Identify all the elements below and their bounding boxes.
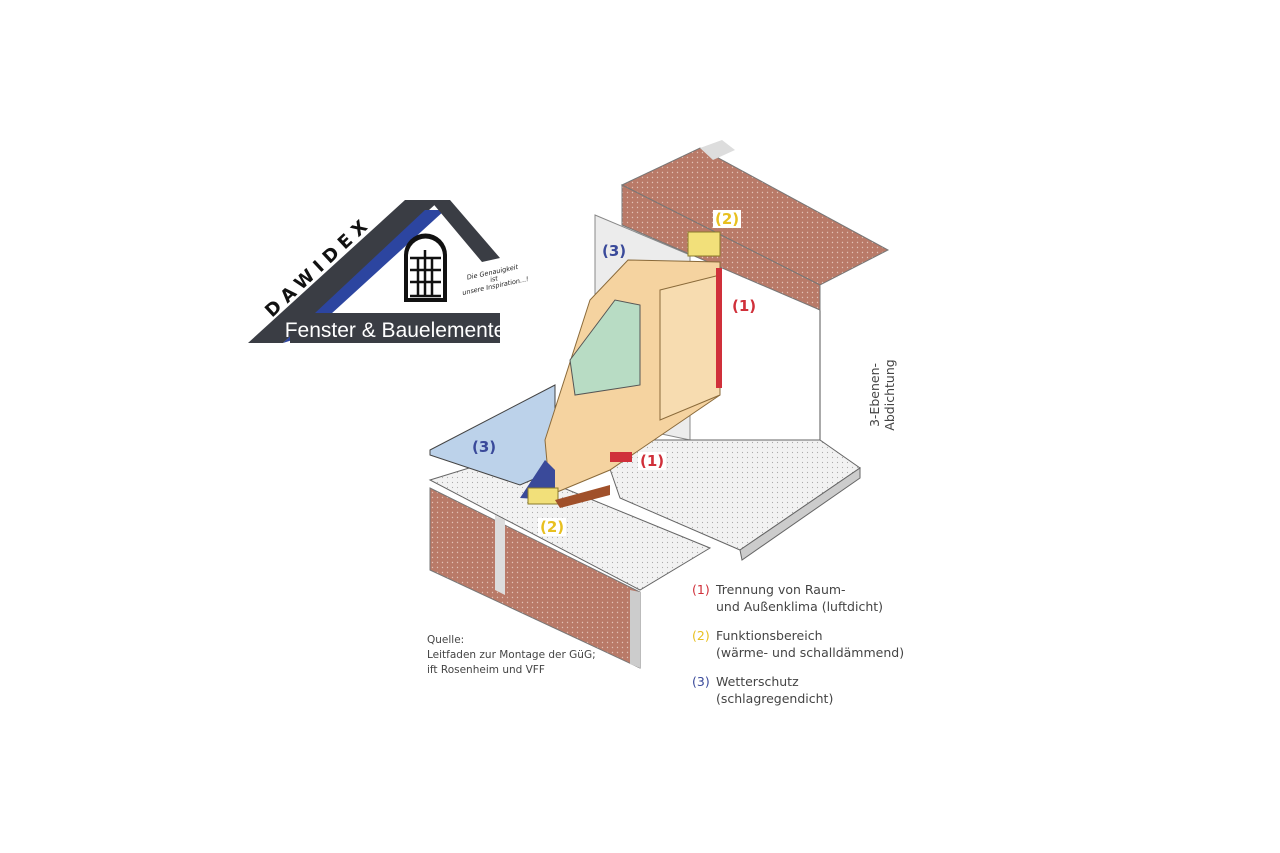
marker-2-top: (2)	[713, 210, 742, 228]
marker-1-bottom: (1)	[638, 452, 667, 470]
source-note: Quelle:Leitfaden zur Montage der GüG;ift…	[427, 634, 596, 676]
legend-item-2: (2)Funktionsbereich(wärme- und schalldäm…	[692, 628, 905, 660]
marker-2-bottom: (2)	[538, 518, 567, 536]
marker-1-top: (1)	[730, 297, 759, 315]
vertical-title: 3-Ebenen-Abdichtung	[867, 359, 897, 431]
marker-3-top: (3)	[602, 242, 627, 260]
legend-item-3: (3)Wetterschutz(schlagregendicht)	[692, 674, 834, 706]
window-installation-diagram	[428, 140, 890, 669]
svg-text:ist: ist	[489, 274, 499, 284]
legend-item-1: (1)Trennung von Raum-und Außenklima (luf…	[692, 582, 884, 614]
window-icon	[404, 233, 447, 302]
dawidex-logo: Fenster & Bauelemente DAWIDEX Die Genaui…	[248, 200, 530, 343]
marker-3-bottom: (3)	[472, 438, 497, 456]
logo-subtitle: Fenster & Bauelemente	[285, 319, 506, 342]
